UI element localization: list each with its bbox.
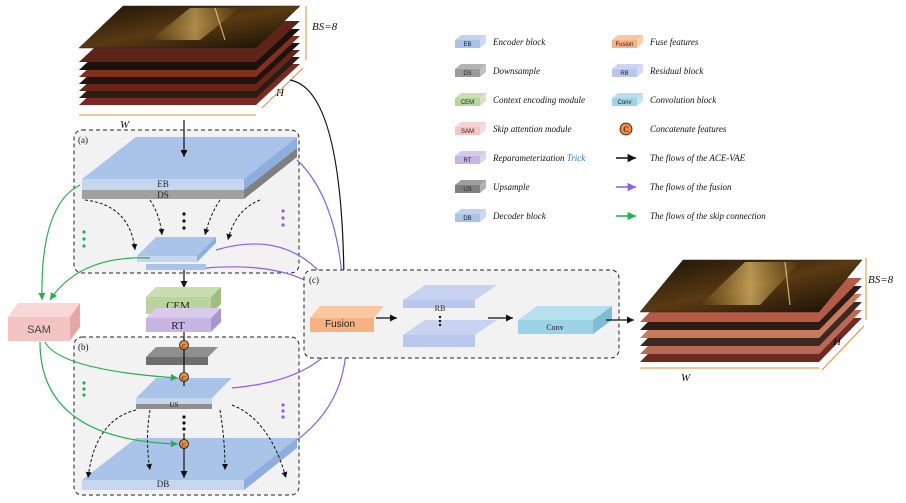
legend-chip-label: SAM xyxy=(461,129,474,135)
skip-flow-4 xyxy=(39,341,179,448)
svg-text:C: C xyxy=(182,344,186,350)
panel-b: (b) US DB xyxy=(73,336,300,496)
skip-flow-1 xyxy=(38,184,81,301)
eb-block-top xyxy=(82,137,297,179)
legend-item-eb: EB Encoder block xyxy=(455,35,546,48)
legend-text: Fuse features xyxy=(649,37,699,47)
db-block-top xyxy=(82,438,297,480)
legend-item-fusion: Fusion Fuse features xyxy=(612,35,699,48)
sam-block: SAM xyxy=(8,303,80,341)
panel-c: (c) Fusion RB Conv xyxy=(303,269,620,359)
panel-a-tag: (a) xyxy=(78,135,88,145)
output-w-label: W xyxy=(681,372,691,384)
conv-label: Conv xyxy=(546,323,563,332)
sam-label: SAM xyxy=(27,324,51,336)
legend-text: Reparameterization Trick xyxy=(492,153,586,163)
legend-chip-label: Fusion xyxy=(615,42,633,48)
output-image-stack xyxy=(639,259,863,362)
input-to-fusion-flow xyxy=(289,79,348,303)
rb-block: RB xyxy=(403,285,497,347)
panel-c-tag: (c) xyxy=(309,275,319,285)
fusion-block: Fusion xyxy=(310,306,384,332)
fusion-label: Fusion xyxy=(325,319,355,330)
concat-node-2: C xyxy=(179,372,189,382)
legend-text: Concatenate features xyxy=(650,124,727,134)
legend-chip-label: DS xyxy=(463,71,471,77)
concat-icon xyxy=(619,122,633,136)
svg-text:C: C xyxy=(182,376,186,382)
concat-node-3: C xyxy=(179,439,189,449)
input-w-label: W xyxy=(120,119,130,131)
legend-chip-label: CEM xyxy=(461,100,474,106)
conv-block: Conv xyxy=(518,306,612,334)
svg-text:C: C xyxy=(182,443,186,449)
legend-text: The flows of the fusion xyxy=(650,182,732,192)
legend-chip-label: Conv xyxy=(617,100,631,106)
legend-item-ds: DS Downsample xyxy=(455,64,540,77)
legend-chip-label: EB xyxy=(463,42,471,48)
eb-small-block xyxy=(137,237,216,256)
legend-chip-label: US xyxy=(463,187,471,193)
legend-item-cem: CEM Context encoding module xyxy=(455,93,585,106)
panel-b-tag: (b) xyxy=(78,342,89,352)
legend-chip-label: DB xyxy=(463,216,471,222)
legend-item-arrow-black-icon: The flows of the ACE-VAE xyxy=(616,153,746,163)
legend-text: The flows of the skip connection xyxy=(650,211,766,221)
rt-block: RT xyxy=(146,308,221,332)
legend-text: Upsample xyxy=(493,182,530,192)
legend-text: Convolution block xyxy=(650,95,717,105)
legend-item-rt: RT Reparameterization Trick xyxy=(455,151,586,164)
legend-chip-label: RB xyxy=(620,71,628,77)
legend-text: Skip attention module xyxy=(493,124,572,134)
legend-item-db: DB Decoder block xyxy=(455,209,547,222)
us-label: US xyxy=(170,401,179,409)
ds-label: DS xyxy=(157,190,169,200)
concat-node-1: C xyxy=(179,340,189,350)
legend-text: Decoder block xyxy=(492,211,547,221)
legend-text: Downsample xyxy=(492,66,540,76)
input-h-label: H xyxy=(275,87,285,99)
legend-item-sam: SAM Skip attention module xyxy=(455,122,572,135)
input-bs-label: BS=8 xyxy=(312,21,338,33)
eb-label: EB xyxy=(157,179,169,189)
panel-a: (a) EB DS xyxy=(73,129,300,274)
legend-item-rb: RB Residual block xyxy=(612,64,704,77)
svg-text:C: C xyxy=(623,125,628,134)
legend-item-us: US Upsample xyxy=(455,180,530,193)
input-image-stack xyxy=(78,5,301,105)
legend-item-arrow-green-icon: The flows of the skip connection xyxy=(616,211,766,221)
legend-text: Residual block xyxy=(649,66,704,76)
legend-chip-label: RT xyxy=(464,158,472,164)
legend-item-c: C Concatenate features xyxy=(619,122,727,136)
legend-text: The flows of the ACE-VAE xyxy=(650,153,746,163)
skip-flow-3 xyxy=(44,341,179,382)
skip-flow-2 xyxy=(49,257,151,301)
legend-item-arrow-purple-icon: The flows of the fusion xyxy=(616,182,732,192)
legend-text: Encoder block xyxy=(492,37,546,47)
legend-item-conv: Conv Convolution block xyxy=(612,93,717,106)
rb-label: RB xyxy=(435,304,446,313)
output-bs-label: BS=8 xyxy=(868,274,894,286)
legend-text: Context encoding module xyxy=(493,95,585,105)
rt-label: RT xyxy=(171,320,185,332)
db-label: DB xyxy=(157,479,170,489)
output-h-label: H xyxy=(832,336,842,348)
